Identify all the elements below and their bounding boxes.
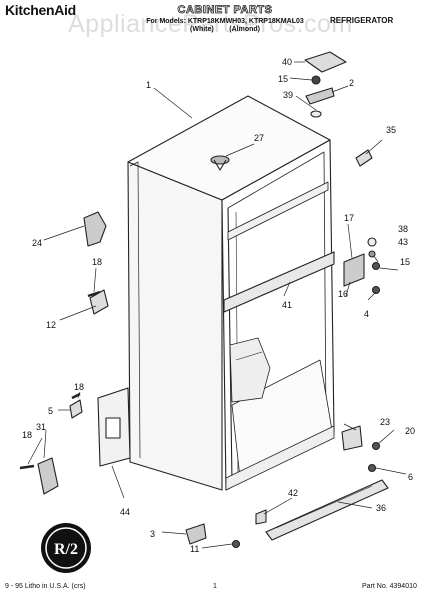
part-39-washer	[310, 110, 322, 118]
callout-2: 2	[349, 78, 354, 88]
callout-1: 1	[146, 80, 151, 90]
r2-badge-logo: R/2	[41, 523, 91, 573]
callout-43: 43	[398, 237, 408, 247]
callout-3: 3	[150, 529, 155, 539]
callout-23: 23	[380, 417, 390, 427]
watermark: AppliancePartsPros.com	[68, 10, 353, 38]
callout-39: 39	[283, 90, 293, 100]
callout-4: 4	[364, 309, 369, 319]
callout-41: 41	[282, 300, 292, 310]
footer-page-number: 1	[213, 583, 217, 590]
callout-11: 11	[190, 544, 199, 554]
part-18-screw-upper	[87, 290, 101, 298]
callout-31: 31	[36, 422, 46, 432]
callout-44: 44	[120, 507, 130, 517]
cabinet-front-outline	[127, 161, 223, 491]
brand-logo: KitchenAid	[5, 2, 76, 18]
part-43-bushing	[368, 250, 376, 258]
footer-part-number: Part No. 4394010	[362, 583, 417, 590]
part-23-lower-hinge	[341, 425, 363, 451]
callout-20: 20	[405, 426, 415, 436]
callout-42: 42	[288, 488, 298, 498]
center-crossbar	[223, 251, 335, 313]
part-40-hinge-cover	[304, 51, 347, 73]
callout-6: 6	[408, 472, 413, 482]
callout-18-upper: 18	[92, 257, 102, 267]
part-15-screw	[311, 75, 321, 85]
footer-printed: 9 - 95 Litho in U.S.A. (crs)	[5, 583, 86, 590]
callout-27: 27	[254, 133, 264, 143]
part-42-clip	[255, 509, 267, 525]
part-24-stop	[83, 211, 107, 247]
callout-35: 35	[386, 125, 396, 135]
part-2-top-hinge	[305, 87, 335, 105]
callout-17: 17	[344, 213, 354, 223]
part-36-grille	[265, 479, 389, 541]
part-35-shim	[355, 149, 373, 167]
subtitle-models: For Models: KTRP18KMWH03, KTRP18KMAL03	[146, 18, 304, 25]
part-31-leg	[37, 457, 59, 495]
subtitle-colors: (White) (Almond)	[190, 26, 260, 33]
model-subtitle: For Models: KTRP18KMWH03, KTRP18KMAL03 (…	[120, 18, 330, 34]
r2-badge-text: R/2	[54, 541, 78, 558]
callout-5: 5	[48, 406, 53, 416]
callout-40: 40	[282, 57, 292, 67]
callout-18-lower: 18	[22, 430, 32, 440]
part-17-center-hinge	[343, 253, 365, 287]
callout-16: 16	[338, 289, 348, 299]
appliance-type: REFRIGERATOR	[330, 16, 394, 25]
part-5-bracket	[69, 399, 83, 419]
callout-15-right: 15	[400, 257, 410, 267]
part-12-stop	[89, 289, 109, 315]
callout-12: 12	[46, 320, 56, 330]
part-27-plug	[210, 155, 230, 165]
callout-24: 24	[32, 238, 42, 248]
callout-38: 38	[398, 224, 408, 234]
callout-36: 36	[376, 503, 386, 513]
part-38-washer	[367, 237, 377, 247]
callout-18-mid: 18	[74, 382, 84, 392]
page-title: CABINET PARTS	[177, 4, 273, 17]
callout-15-top: 15	[278, 74, 288, 84]
part-3-roller	[185, 523, 207, 545]
